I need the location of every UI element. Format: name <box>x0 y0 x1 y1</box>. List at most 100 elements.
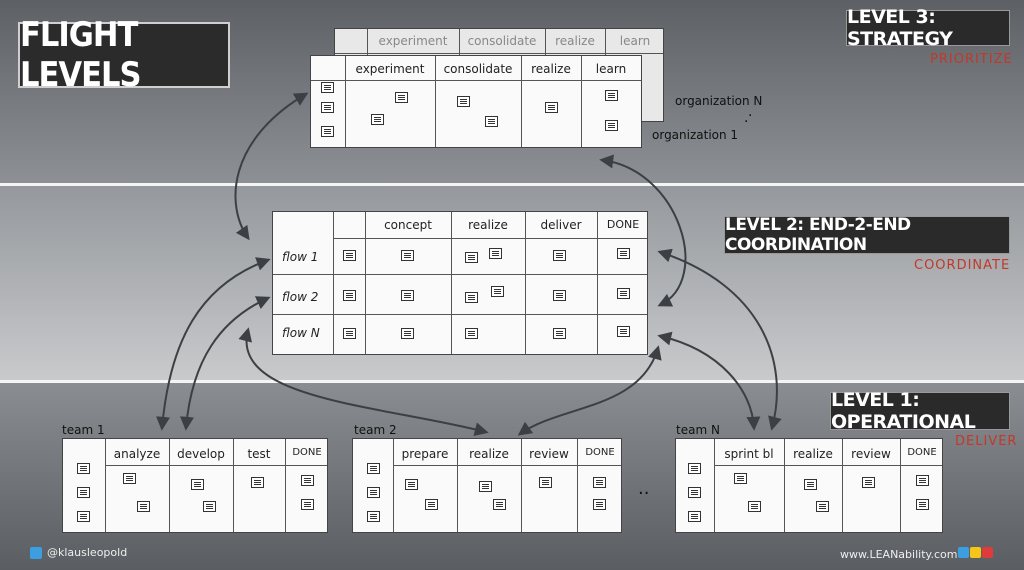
divider <box>0 183 1024 186</box>
arrow-connector <box>180 296 271 431</box>
task-card-icon <box>123 473 136 484</box>
flow-card-icon <box>617 326 630 337</box>
task-card-icon <box>688 487 701 498</box>
work-card-icon <box>457 96 470 107</box>
task-card-icon <box>593 477 606 488</box>
column-header: consolidate <box>443 62 513 76</box>
column-header: test <box>247 447 271 461</box>
level3-label: LEVEL 3: STRATEGY <box>846 6 1010 50</box>
divider <box>0 380 1024 383</box>
flow-card-icon <box>553 250 566 261</box>
task-card-icon <box>301 475 314 486</box>
logo-icon <box>970 547 981 558</box>
twitter-icon <box>30 546 42 559</box>
work-card-icon <box>395 92 408 103</box>
arrow-connector <box>156 257 271 431</box>
column-header: analyze <box>113 447 161 461</box>
column-header: review <box>529 447 569 461</box>
column-header: experiment <box>355 62 425 76</box>
column-header: realize <box>468 218 508 232</box>
organization-dots: . <box>748 104 753 120</box>
twitter-handle[interactable]: @klausleopold <box>30 546 127 559</box>
task-card-icon <box>203 501 216 512</box>
flow-card-icon <box>465 292 478 303</box>
arrow-connector <box>238 327 489 437</box>
flow-card-icon <box>489 248 502 259</box>
column-header: realize <box>469 447 509 461</box>
task-card-icon <box>804 479 817 490</box>
task-card-icon <box>405 479 418 490</box>
twitter-text: @klausleopold <box>47 546 128 559</box>
flow-card-icon <box>491 286 504 297</box>
diagram-title: FLIGHT LEVELS <box>18 15 230 95</box>
more-teams-ellipsis: .. <box>638 478 650 499</box>
task-card-icon <box>77 463 90 474</box>
arrow-connector <box>234 92 309 241</box>
column-header: learn <box>619 34 651 48</box>
column-header: deliver <box>540 218 582 232</box>
organization-1-label: organization 1 <box>652 128 739 142</box>
column-header: review <box>851 447 891 461</box>
work-card-icon <box>605 120 618 131</box>
task-card-icon <box>734 473 747 484</box>
task-card-icon <box>916 499 929 510</box>
task-card-icon <box>367 463 380 474</box>
flow-row-label: flow 2 <box>282 290 319 304</box>
task-card-icon <box>479 481 492 492</box>
flow-row-label: flow 1 <box>282 250 319 264</box>
column-header: DONE <box>292 447 322 458</box>
task-card-icon <box>539 477 552 488</box>
flow-card-icon <box>401 290 414 301</box>
team-label: team 1 <box>62 423 105 437</box>
column-header: learn <box>595 62 627 76</box>
team-board: sprint bl realize review DONE <box>675 438 943 533</box>
arrow-connector <box>599 154 687 307</box>
task-card-icon <box>688 463 701 474</box>
task-card-icon <box>367 511 380 522</box>
arrow-connector <box>657 248 782 431</box>
flow-card-icon <box>553 328 566 339</box>
level2-sub: COORDINATE <box>914 258 1011 273</box>
column-header: DONE <box>907 447 937 458</box>
task-card-icon <box>77 511 90 522</box>
strategy-board: experiment consolidate realize learn <box>310 55 642 148</box>
column-header: prepare <box>401 447 449 461</box>
level1-label: LEVEL 1: OPERATIONAL <box>830 389 1010 433</box>
logo-icon <box>958 547 969 558</box>
organization-dots: . <box>744 110 749 126</box>
work-card-icon <box>545 102 558 113</box>
work-card-icon <box>605 90 618 101</box>
task-card-icon <box>493 499 506 510</box>
column-header: realize <box>793 447 833 461</box>
column-header: realize <box>555 34 595 48</box>
task-card-icon <box>137 501 150 512</box>
work-card-icon <box>485 116 498 127</box>
column-header: sprint bl <box>724 447 774 461</box>
task-card-icon <box>916 475 929 486</box>
task-card-icon <box>191 479 204 490</box>
backlog-card-icon <box>321 126 334 137</box>
column-header: develop <box>177 447 225 461</box>
task-card-icon <box>77 487 90 498</box>
task-card-icon <box>593 499 606 510</box>
level1-sub: DELIVER <box>955 434 1018 449</box>
organization-n-label: organization N <box>675 94 763 108</box>
column-header: concept <box>384 218 432 232</box>
task-card-icon <box>862 477 875 488</box>
column-header: DONE <box>585 447 615 458</box>
task-card-icon <box>748 501 761 512</box>
column-header: experiment <box>378 34 448 48</box>
column-header: realize <box>531 62 571 76</box>
arrow-connector <box>517 345 662 436</box>
flow-card-icon <box>401 250 414 261</box>
flow-card-icon <box>343 290 356 301</box>
work-card-icon <box>371 114 384 125</box>
website-link[interactable]: www.LEANability.com <box>840 548 958 561</box>
task-card-icon <box>816 501 829 512</box>
level3-sub: PRIORITIZE <box>930 52 1013 67</box>
task-card-icon <box>251 477 264 488</box>
task-card-icon <box>425 499 438 510</box>
flow-card-icon <box>553 290 566 301</box>
task-card-icon <box>688 511 701 522</box>
